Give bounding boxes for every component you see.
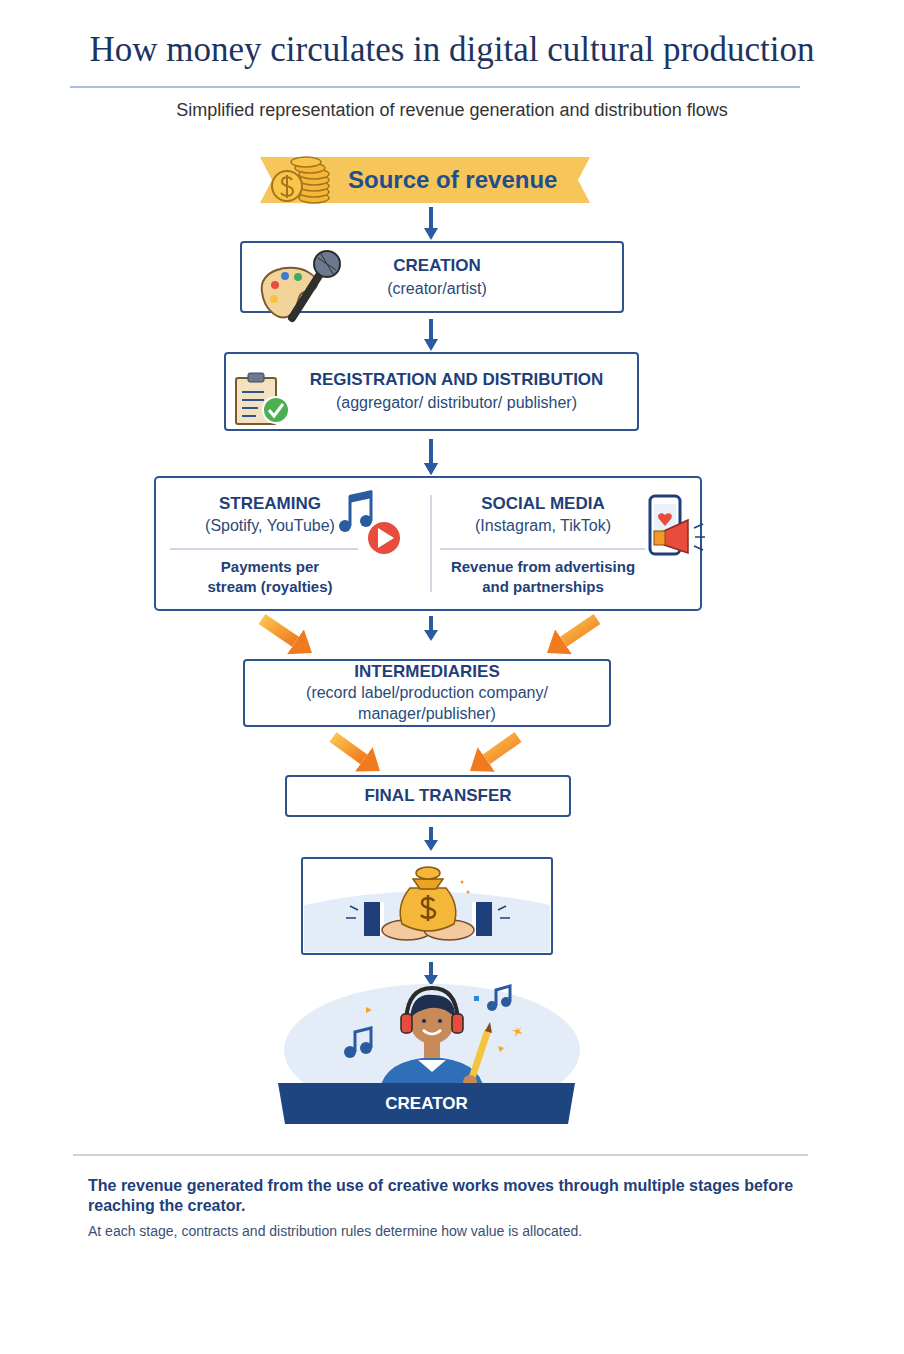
platform-container [155, 477, 701, 610]
platform-container [430, 495, 432, 592]
node-heading: Source of revenue [348, 166, 557, 194]
banner-fill [278, 1083, 575, 1124]
flow-arrow [429, 439, 433, 463]
node-heading: FINAL TRANSFER [364, 786, 511, 806]
process-box: REGISTRATION AND DISTRIBUTION (aggregator… [224, 352, 639, 431]
music-play-icon [378, 528, 394, 548]
node-heading: CREATOR [385, 1094, 468, 1114]
node-text: Payments per stream (royalties) [203, 557, 338, 597]
node-text: Revenue from advertising and partnership… [446, 557, 641, 597]
caption: The revenue generated from the use of cr… [88, 1176, 818, 1216]
flow-arrow [262, 619, 295, 642]
phone-megaphone-icon [658, 513, 672, 526]
phone-megaphone-icon [650, 496, 680, 554]
flow-arrow [429, 319, 433, 339]
money-transfer-illustration [421, 895, 435, 921]
platform-container [170, 549, 358, 550]
creator-illustration [485, 1022, 492, 1033]
money-transfer-illustration [302, 858, 552, 954]
flow-arrow [486, 737, 518, 759]
money-transfer-illustration [416, 867, 440, 879]
creator-illustration [496, 986, 510, 1006]
creator-illustration [406, 988, 458, 1025]
node-heading: STREAMING [219, 494, 321, 514]
phone-megaphone-icon [694, 524, 703, 528]
music-play-icon [360, 515, 372, 527]
flow-arrow [429, 962, 433, 976]
banner-fill [260, 157, 590, 203]
diagram-title: How money circulates in digital cultural… [0, 30, 904, 70]
money-transfer-illustration [350, 906, 358, 910]
footnote: At each stage, contracts and distributio… [88, 1222, 828, 1240]
node-heading: REGISTRATION AND DISTRIBUTION [310, 370, 604, 390]
creator-illustration [418, 1060, 446, 1072]
money-transfer-illustration [346, 917, 356, 919]
phone-megaphone-icon [695, 536, 705, 538]
phone-megaphone-icon [654, 504, 676, 544]
process-box: FINAL TRANSFER [285, 775, 571, 817]
music-play-icon [370, 491, 373, 521]
platform-box: SOCIAL MEDIA(Instagram, TikTok) Revenue f… [431, 476, 702, 610]
phone-megaphone-icon [650, 496, 705, 554]
flow-arrow [429, 439, 433, 463]
flow-arrow [429, 207, 433, 228]
phone-megaphone-icon [654, 531, 665, 545]
flow-arrow [424, 840, 438, 851]
music-play-icon [339, 490, 401, 555]
flow-arrow [429, 616, 433, 631]
creator-illustration [438, 1019, 442, 1023]
process-box: INTERMEDIARIES(record label/production c… [243, 659, 611, 727]
revenue-banner: Source of revenue [260, 157, 590, 203]
node-text: (record label/production company/ manage… [277, 682, 577, 724]
caption-rule [73, 1155, 808, 1156]
music-play-icon [367, 521, 401, 555]
node-text: (aggregator/ distributor/ publisher) [336, 393, 577, 413]
subtitle: Simplified representation of revenue gen… [0, 98, 904, 122]
creator-illustration [498, 1046, 504, 1052]
node-text: (Instagram, TikTok) [475, 516, 611, 536]
flow-arrow [333, 737, 364, 759]
platform-box: STREAMING(Spotify, YouTube) Payments per … [154, 476, 431, 610]
music-play-icon [339, 520, 351, 532]
flow-arrow [564, 619, 597, 642]
creator-illustration [423, 1030, 441, 1034]
money-transfer-illustration [472, 902, 492, 936]
money-transfer-illustration [400, 888, 456, 931]
node-text: (creator/artist) [387, 279, 487, 299]
phone-megaphone-icon [694, 546, 703, 550]
money-transfer-illustration [302, 858, 552, 954]
money-transfer-illustration [467, 891, 470, 894]
node-text: (Spotify, YouTube) [205, 516, 335, 536]
creator-banner: CREATOR [278, 1083, 575, 1124]
node-heading: CREATION [393, 256, 481, 276]
flow-arrow [429, 827, 433, 841]
creator-illustration [452, 1014, 463, 1033]
money-transfer-illustration [364, 902, 384, 936]
creator-illustration [366, 1007, 372, 1013]
process-box: CREATION (creator/artist) [240, 241, 624, 313]
creator-illustration [401, 1014, 412, 1033]
creator-illustration [474, 996, 479, 1001]
money-transfer-illustration [413, 879, 443, 889]
money-transfer-illustration [500, 917, 510, 919]
platform-container [155, 477, 701, 610]
money-transfer-illustration [498, 906, 506, 910]
title-rule [70, 86, 800, 88]
phone-megaphone-icon [664, 520, 688, 553]
platform-container [440, 549, 645, 550]
creator-illustration [512, 1026, 523, 1037]
creator-illustration [422, 1019, 426, 1023]
node-heading: SOCIAL MEDIA [481, 494, 604, 514]
node-heading: INTERMEDIARIES [354, 662, 499, 682]
music-play-icon [349, 496, 352, 526]
music-play-icon [349, 490, 372, 503]
title-rule [70, 87, 800, 88]
flow-arrow [424, 630, 438, 641]
caption-rule [73, 1155, 808, 1156]
creator-illustration [355, 1028, 371, 1052]
money-transfer-illustration [461, 881, 464, 884]
creator-illustration [410, 995, 455, 1018]
creator-illustration [472, 1030, 488, 1078]
